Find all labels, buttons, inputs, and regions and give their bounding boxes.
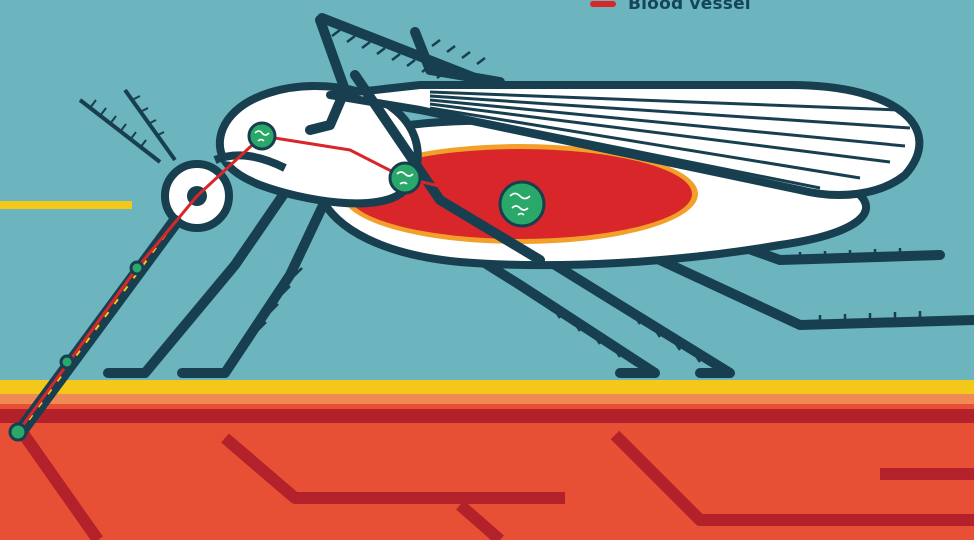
parasite-cell — [390, 163, 420, 193]
skin-edge — [0, 394, 974, 404]
skin-surface-line — [0, 380, 974, 394]
parasite-marker — [10, 424, 26, 440]
guide-line — [0, 201, 132, 209]
skin — [0, 380, 974, 540]
parasite-marker — [131, 262, 143, 274]
antenna-hairs — [90, 96, 164, 148]
leg-raised-rear — [415, 32, 500, 82]
parasite-cell — [249, 123, 275, 149]
parasite-cell — [500, 182, 544, 226]
parasite-marker — [61, 356, 73, 368]
